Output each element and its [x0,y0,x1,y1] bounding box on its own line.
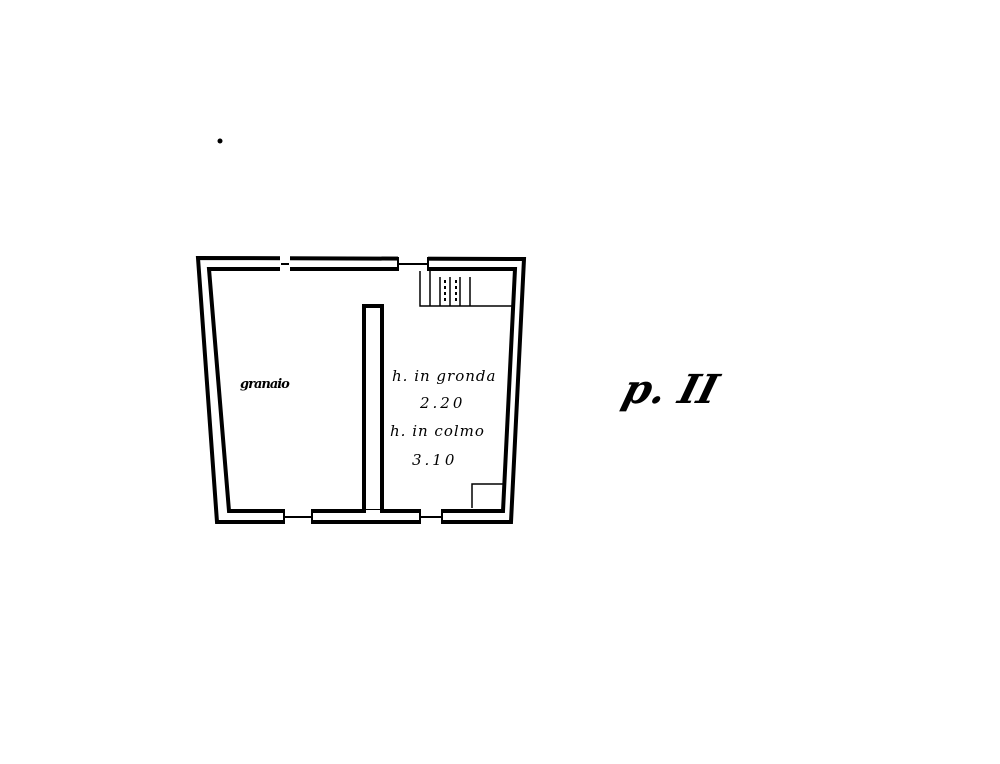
openings [280,255,443,525]
stairs [419,271,513,307]
ridge-height-label: h. in colmo [390,422,485,440]
eaves-height-value: 2.20 [420,394,466,412]
floor-label: p. II [617,366,724,413]
left-room-label: granaio [240,377,290,392]
eaves-height-label: h. in gronda [392,367,497,385]
partition-wall [362,304,384,511]
chimney-box [471,483,503,508]
ridge-height-value: 3.10 [412,451,458,469]
stray-dot [217,138,223,144]
